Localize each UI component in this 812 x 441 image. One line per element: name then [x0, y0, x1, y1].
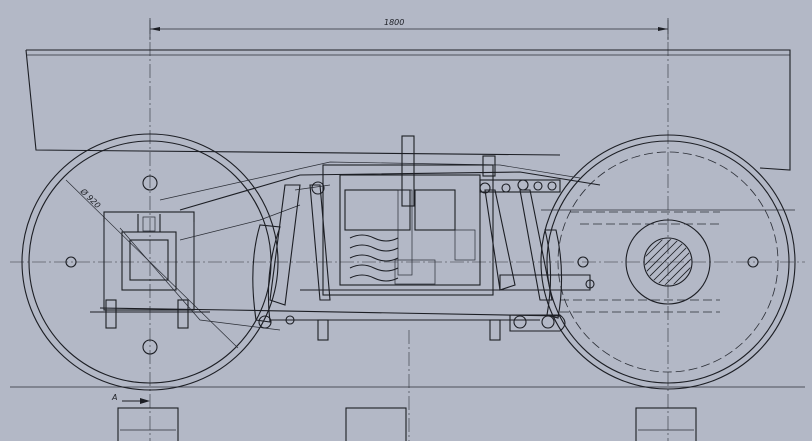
- lower-views: [117, 407, 697, 441]
- right-brake-rigging: [479, 179, 595, 332]
- wheel-diameter-label: Ø 920: [78, 186, 103, 211]
- car-body: [25, 49, 791, 171]
- right-wheel: [540, 134, 796, 390]
- left-brake-rigging: [252, 181, 331, 329]
- dimension-1800-label: 1800: [384, 18, 404, 27]
- section-mark-a: A: [111, 393, 150, 404]
- bolster-suspension: [270, 135, 540, 341]
- section-mark-label: A: [111, 393, 117, 402]
- bogie-frame: [99, 161, 601, 331]
- hidden-lines: [560, 211, 720, 313]
- top-dimension: 1800: [149, 18, 669, 40]
